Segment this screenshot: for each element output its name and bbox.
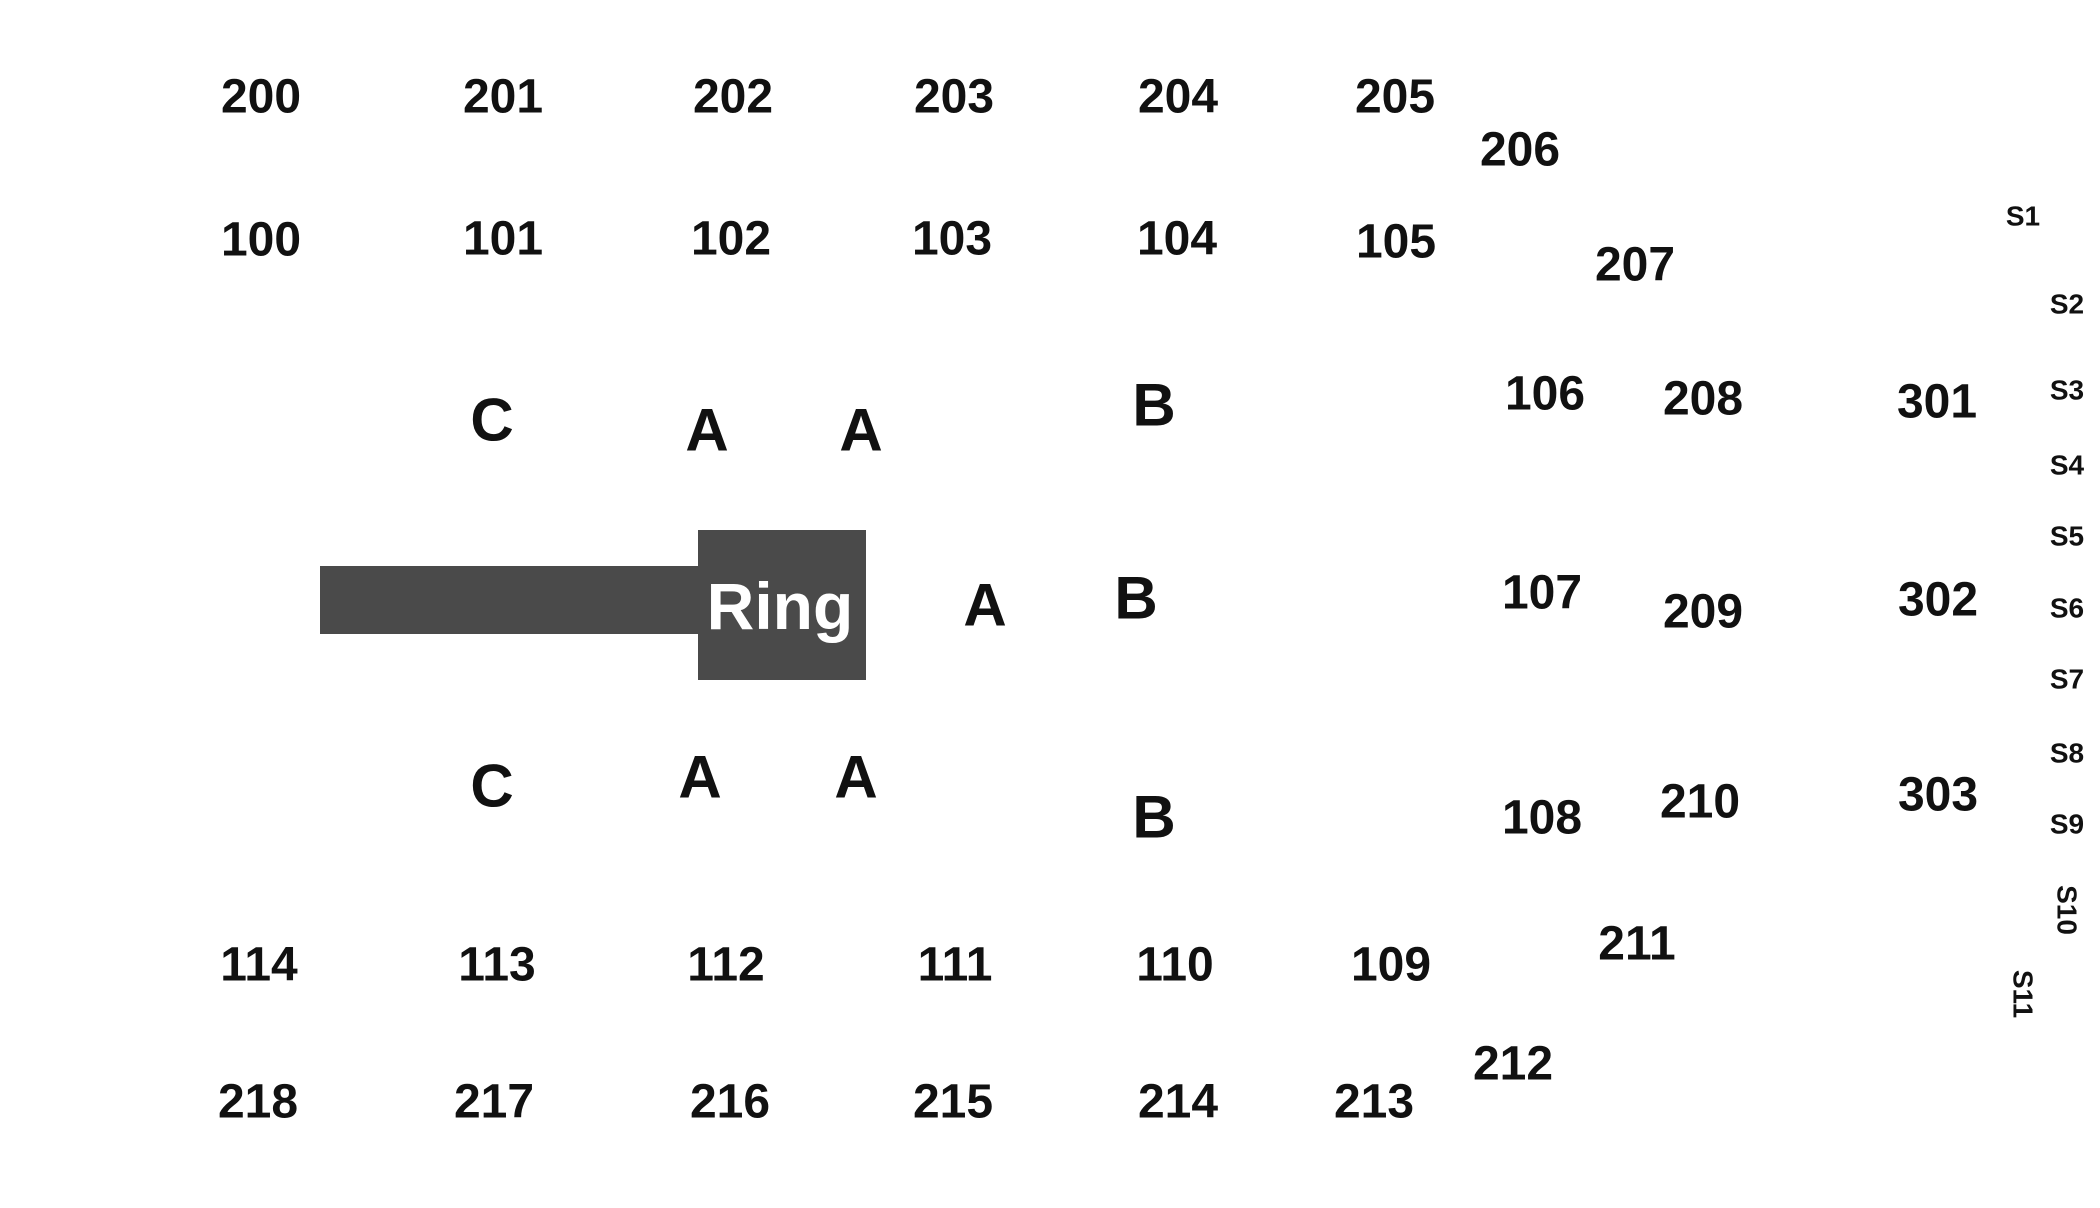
suite-s8[interactable]: S8 [2050, 738, 2084, 769]
section-303[interactable]: 303 [1898, 769, 1978, 822]
floor-section-b-bottom[interactable]: B [1132, 784, 1175, 851]
section-107[interactable]: 107 [1502, 567, 1582, 620]
ring-label: Ring [707, 569, 854, 643]
suite-s3[interactable]: S3 [2050, 375, 2084, 406]
section-218[interactable]: 218 [218, 1076, 298, 1129]
section-102[interactable]: 102 [691, 213, 771, 266]
floor-section-a-bottom-right[interactable]: A [834, 744, 877, 811]
section-104[interactable]: 104 [1137, 213, 1217, 266]
floor-sections: C A A B A B C A A B [470, 372, 1175, 851]
section-113[interactable]: 113 [458, 939, 535, 992]
section-110[interactable]: 110 [1136, 939, 1213, 992]
section-101[interactable]: 101 [463, 213, 543, 266]
floor-section-a-end[interactable]: A [963, 572, 1006, 639]
suite-s10[interactable]: S10 [2052, 885, 2083, 935]
end-sections: 301 302 303 [1897, 376, 1978, 822]
section-200[interactable]: 200 [221, 71, 301, 124]
ring-platform[interactable] [698, 530, 866, 680]
section-202[interactable]: 202 [693, 71, 773, 124]
section-112[interactable]: 112 [687, 939, 764, 992]
section-302[interactable]: 302 [1898, 574, 1978, 627]
section-201[interactable]: 201 [463, 71, 543, 124]
section-103[interactable]: 103 [912, 213, 992, 266]
floor-section-a-bottom-left[interactable]: A [678, 744, 721, 811]
section-214[interactable]: 214 [1138, 1076, 1218, 1129]
section-215[interactable]: 215 [913, 1076, 993, 1129]
floor-section-a-top-right[interactable]: A [839, 397, 882, 464]
upper-top-sections: 200 201 202 203 204 205 206 [221, 71, 1560, 177]
section-106[interactable]: 106 [1505, 368, 1585, 421]
section-213[interactable]: 213 [1334, 1076, 1414, 1129]
floor-section-c-top[interactable]: C [470, 387, 513, 454]
lower-bottom-sections: 114 113 112 111 110 109 [220, 939, 1431, 992]
section-205[interactable]: 205 [1355, 71, 1435, 124]
suite-s4[interactable]: S4 [2050, 450, 2085, 481]
floor-section-c-bottom[interactable]: C [470, 753, 513, 820]
section-217[interactable]: 217 [454, 1076, 534, 1129]
suite-s6[interactable]: S6 [2050, 593, 2084, 624]
suite-s11[interactable]: S11 [2008, 970, 2039, 1018]
lower-top-sections: 100 101 102 103 104 105 [221, 213, 1436, 269]
section-206[interactable]: 206 [1480, 124, 1560, 177]
upper-right-sections: 207 208 209 210 211 [1595, 239, 1743, 971]
section-105[interactable]: 105 [1356, 216, 1436, 269]
suite-s2[interactable]: S2 [2050, 289, 2084, 320]
entrance-ramp [320, 566, 700, 634]
suite-s5[interactable]: S5 [2050, 521, 2084, 552]
section-114[interactable]: 114 [220, 939, 298, 992]
section-208[interactable]: 208 [1663, 373, 1743, 426]
section-216[interactable]: 216 [690, 1076, 770, 1129]
section-108[interactable]: 108 [1502, 792, 1582, 845]
suite-s7[interactable]: S7 [2050, 664, 2084, 695]
lower-right-sections: 106 107 108 [1502, 368, 1585, 845]
section-111[interactable]: 111 [918, 939, 993, 992]
suite-s9[interactable]: S9 [2050, 809, 2084, 840]
floor-section-b-middle[interactable]: B [1114, 565, 1157, 632]
section-211[interactable]: 211 [1598, 918, 1675, 971]
section-301[interactable]: 301 [1897, 376, 1977, 429]
stage: Ring [320, 530, 866, 680]
suite-sections: S1 S2 S3 S4 S5 S6 S7 S8 S9 S10 S11 [2006, 201, 2085, 1019]
suite-s1[interactable]: S1 [2006, 201, 2040, 232]
upper-bottom-sections: 218 217 216 215 214 213 212 [218, 1038, 1553, 1129]
section-109[interactable]: 109 [1351, 939, 1431, 992]
section-207[interactable]: 207 [1595, 239, 1675, 292]
floor-section-b-top[interactable]: B [1132, 372, 1175, 439]
section-100[interactable]: 100 [221, 214, 301, 267]
section-204[interactable]: 204 [1138, 71, 1218, 124]
section-203[interactable]: 203 [914, 71, 994, 124]
section-212[interactable]: 212 [1473, 1038, 1553, 1091]
floor-section-a-top-left[interactable]: A [685, 397, 728, 464]
section-210[interactable]: 210 [1660, 776, 1740, 829]
section-209[interactable]: 209 [1663, 586, 1743, 639]
